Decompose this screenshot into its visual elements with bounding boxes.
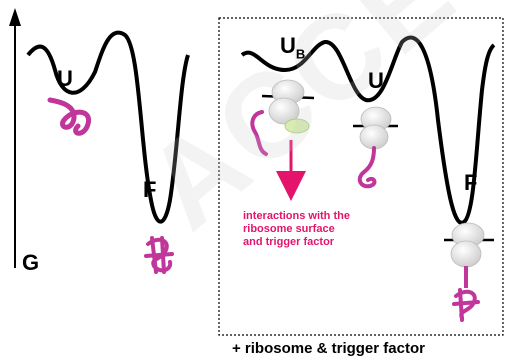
folded-chain-left bbox=[146, 238, 172, 272]
left-energy-curve bbox=[28, 33, 188, 222]
state-label-bound: UB bbox=[280, 33, 305, 61]
state-label-folded-right: F bbox=[464, 170, 477, 196]
ribosome-folded bbox=[444, 223, 494, 320]
ribosome-unfolded bbox=[353, 107, 398, 186]
state-label-folded-left: F bbox=[143, 177, 156, 203]
panel-caption: + ribosome & trigger factor bbox=[232, 340, 425, 357]
energy-axis-label: G bbox=[22, 250, 39, 276]
state-label-bound-sub: B bbox=[296, 46, 305, 61]
energy-axis bbox=[9, 8, 21, 268]
unfolded-chain-left bbox=[50, 100, 89, 133]
state-label-bound-main: U bbox=[280, 33, 296, 58]
interaction-annotation: interactions with the ribosome surface a… bbox=[243, 210, 353, 249]
state-label-unfolded-left: U bbox=[57, 66, 73, 92]
ribosome-bound bbox=[252, 80, 314, 154]
state-label-unfolded-right: U bbox=[368, 68, 384, 94]
trigger-factor bbox=[285, 119, 309, 133]
